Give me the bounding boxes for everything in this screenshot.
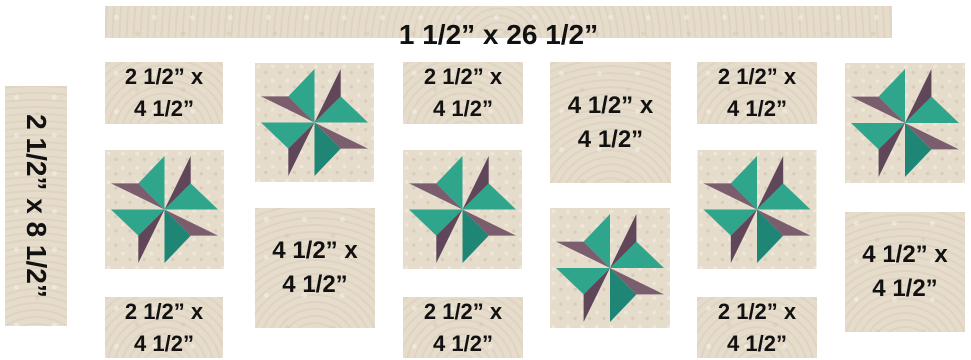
top-strip-label: 1 1/2” x 26 1/2”: [399, 20, 598, 50]
piece-label: 2 1/2” x 4 1/2”: [125, 296, 203, 360]
piece-c2-bottom: 4 1/2” x 4 1/2”: [255, 208, 375, 328]
piece-c1-top: 2 1/2” x 4 1/2”: [105, 62, 223, 124]
piece-label: 2 1/2” x 4 1/2”: [718, 296, 796, 360]
piece-label: 2 1/2” x 4 1/2”: [424, 296, 502, 360]
pinwheel-block-c5: [697, 150, 817, 269]
piece-c1-bottom: 2 1/2” x 4 1/2”: [105, 297, 223, 358]
pinwheel-block-c1: [105, 150, 224, 269]
piece-c5-bottom: 2 1/2” x 4 1/2”: [697, 297, 817, 358]
pinwheel-block-c2: [255, 63, 374, 182]
piece-c6-bottom: 4 1/2” x 4 1/2”: [845, 212, 965, 332]
top-strip: 1 1/2” x 26 1/2”: [105, 6, 892, 38]
piece-label: 2 1/2” x 4 1/2”: [424, 61, 502, 125]
piece-c3-bottom: 2 1/2” x 4 1/2”: [403, 297, 523, 358]
side-strip-label: 2 1/2” x 8 1/2”: [21, 114, 51, 298]
pinwheel-block-c3: [403, 150, 522, 269]
piece-label: 4 1/2” x 4 1/2”: [568, 89, 653, 157]
piece-label: 2 1/2” x 4 1/2”: [125, 61, 203, 125]
pinwheel-block-c6: [845, 63, 965, 183]
piece-label: 4 1/2” x 4 1/2”: [862, 238, 947, 306]
piece-c4-top: 4 1/2” x 4 1/2”: [550, 62, 671, 183]
side-strip: 2 1/2” x 8 1/2”: [5, 86, 67, 326]
pinwheel-block-c4: [550, 208, 670, 328]
piece-label: 2 1/2” x 4 1/2”: [718, 61, 796, 125]
piece-c5-top: 2 1/2” x 4 1/2”: [697, 62, 817, 124]
piece-c3-top: 2 1/2” x 4 1/2”: [403, 62, 523, 124]
piece-label: 4 1/2” x 4 1/2”: [272, 234, 357, 302]
